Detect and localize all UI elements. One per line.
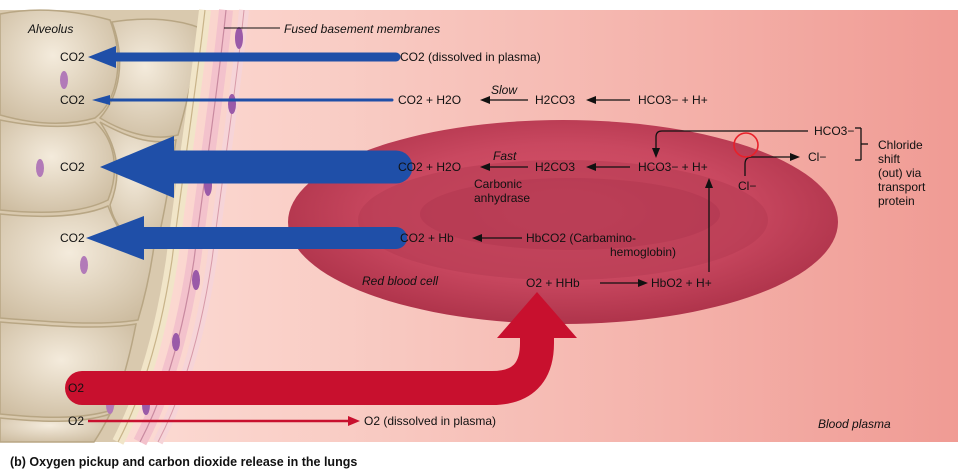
- o2-uptake-arrows: [65, 292, 577, 426]
- slow-label: Slow: [491, 83, 518, 97]
- fast-label: Fast: [493, 149, 517, 163]
- blood-plasma-label: Blood plasma: [818, 417, 891, 431]
- fast-reaction-products: HCO3− + H+: [638, 160, 708, 174]
- slow-reaction-carbonic-acid: H2CO3: [535, 93, 575, 107]
- carbaminohemoglobin-label: HbCO2 (Carbamino-: [526, 231, 636, 245]
- chloride-plasma: Cl−: [808, 150, 826, 164]
- fast-reaction-carbonic-acid: H2CO3: [535, 160, 575, 174]
- chloride-shift-line-4: transport: [878, 180, 926, 194]
- oxygen-binding-products: HbO2 + H+: [651, 276, 712, 290]
- alveolus-label: Alveolus: [27, 22, 73, 36]
- chloride-shift-line-1: Chloride: [878, 138, 923, 152]
- reaction-arrows: [224, 27, 868, 287]
- o2-dissolved-plasma: O2 (dissolved in plasma): [364, 414, 496, 428]
- alveolar-co2-2: CO2: [60, 93, 85, 107]
- figure-caption: (b) Oxygen pickup and carbon dioxide rel…: [10, 455, 358, 469]
- red-blood-cell-label: Red blood cell: [362, 274, 438, 288]
- fast-reaction-reactants: CO2 + H2O: [398, 160, 461, 174]
- chloride-shift-line-2: shift: [878, 152, 901, 166]
- carbonic-label: Carbonic: [474, 177, 522, 191]
- alveolar-co2-3: CO2: [60, 160, 85, 174]
- carbamino-reaction-products: CO2 + Hb: [400, 231, 454, 245]
- red-blood-cell: [288, 120, 838, 324]
- chloride-in-cell: Cl−: [738, 179, 756, 193]
- anhydrase-label: anhydrase: [474, 191, 530, 205]
- chloride-shift-line-5: protein: [878, 194, 915, 208]
- co2-release-arrows: [86, 46, 413, 260]
- alveolar-o2-1: O2: [68, 381, 84, 395]
- carbaminohemoglobin-label-2: hemoglobin): [610, 245, 676, 259]
- bicarbonate-out: HCO3−: [814, 124, 854, 138]
- chloride-shift-line-3: (out) via: [878, 166, 922, 180]
- oxygen-binding-reactants: O2 + HHb: [526, 276, 580, 290]
- transport-protein: [733, 132, 759, 158]
- slow-reaction-reactants: CO2 + H2O: [398, 93, 461, 107]
- slow-reaction-products: HCO3− + H+: [638, 93, 708, 107]
- alveolar-co2-4: CO2: [60, 231, 85, 245]
- alveolar-o2-2: O2: [68, 414, 84, 428]
- alveolar-co2-1: CO2: [60, 50, 85, 64]
- fused-membranes-label: Fused basement membranes: [284, 22, 440, 36]
- co2-dissolved-plasma: CO2 (dissolved in plasma): [400, 50, 541, 64]
